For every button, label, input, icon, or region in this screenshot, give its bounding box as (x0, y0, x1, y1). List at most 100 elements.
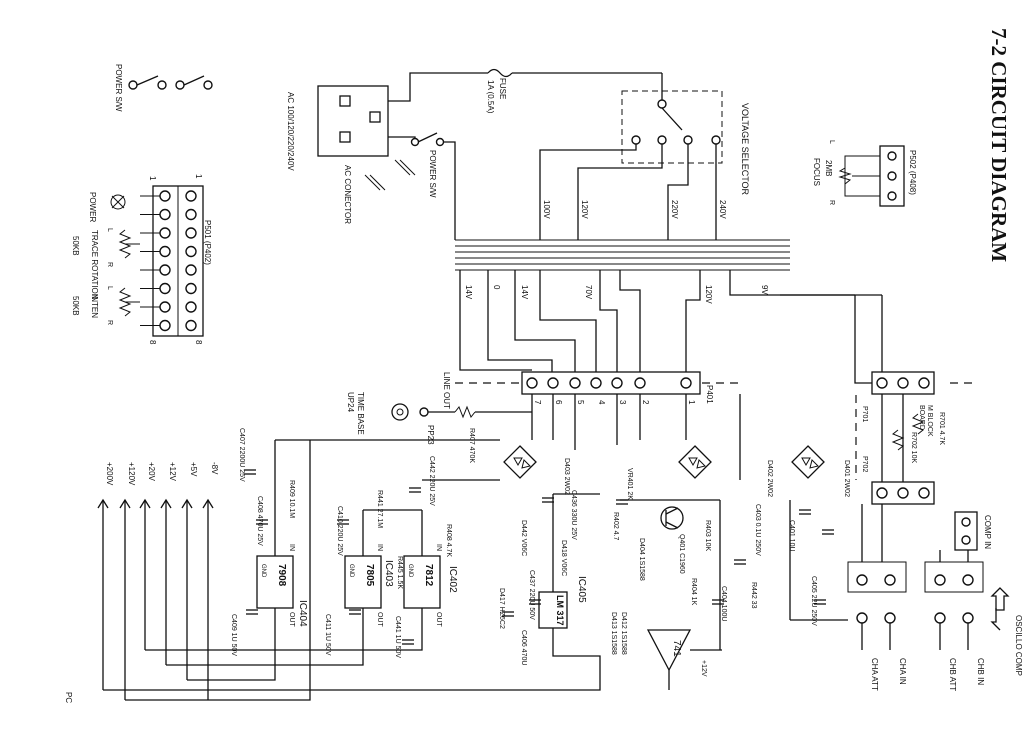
p501-pin (185, 319, 197, 332)
svg-text:R442 33: R442 33 (750, 582, 757, 609)
svg-text:D418 V06C: D418 V06C (560, 540, 567, 576)
svg-text:R403 10K: R403 10K (704, 520, 711, 551)
svg-text:R: R (828, 200, 835, 205)
svg-text:D404 1S1588: D404 1S1588 (638, 538, 645, 581)
svg-text:+12V: +12V (700, 660, 707, 677)
p401-pin-number: 2 (641, 400, 650, 405)
svg-text:C406 470U: C406 470U (520, 630, 527, 665)
ic404-regulator: 7908 IC404 IN OUT GND (256, 544, 308, 628)
intensity-pot: L R INTEN 50KB (71, 286, 140, 325)
svg-text:FOCUS: FOCUS (812, 158, 821, 186)
svg-text:D442 V06C: D442 V06C (520, 520, 527, 556)
rail-label: -8V (210, 462, 219, 475)
svg-text:IC403: IC403 (383, 560, 394, 587)
svg-text:120V: 120V (704, 285, 713, 304)
svg-text:TIME BASE: TIME BASE (356, 392, 365, 435)
svg-text:CHB ATT: CHB ATT (948, 658, 957, 691)
oscillo-comp-arrow: OSCILLO COMP (990, 587, 1023, 676)
svg-text:741: 741 (671, 640, 682, 657)
p501-pin (159, 282, 171, 295)
svg-text:GND: GND (348, 564, 354, 578)
svg-text:OUT: OUT (435, 612, 442, 628)
svg-text:GND: GND (407, 564, 413, 578)
m-block-board: M BLOCK BOARD P701 P702 R701 4.7K R702 1… (780, 294, 975, 505)
power-switch-left: POWER S/W (114, 64, 213, 112)
ic403-regulator: 7805 IC403 IN OUT GND (344, 544, 394, 628)
p401-pin (680, 377, 692, 389)
p401-pin-number: 7 (533, 400, 542, 405)
svg-text:AC 100/120/220/240V: AC 100/120/220/240V (286, 92, 295, 171)
svg-text:100V: 100V (542, 200, 551, 219)
p501-pin (159, 208, 171, 221)
svg-text:CHB IN: CHB IN (976, 658, 985, 685)
regulator-wiring (103, 394, 848, 701)
opamp-741: 741 +12V (646, 629, 722, 690)
p501-pin (159, 227, 171, 239)
svg-text:LINE OUT: LINE OUT (442, 372, 451, 409)
p401-pin (611, 377, 623, 389)
svg-text:50KB: 50KB (71, 296, 80, 316)
svg-text:OUT: OUT (288, 612, 295, 628)
p401-pin-number: 4 (597, 400, 606, 405)
supply-rails: +200V+120V+20V+12V+5V-8V (97, 462, 219, 700)
p401-pin (590, 377, 602, 389)
p501-pin (159, 264, 171, 276)
svg-text:C404 100U: C404 100U (720, 586, 727, 621)
rail-arrow (139, 498, 151, 509)
svg-text:R407 470K: R407 470K (468, 428, 475, 463)
p401-pin (526, 377, 538, 389)
bridge-rectifiers (503, 445, 825, 479)
input-jacks: CHA ATT CHA IN CHB ATT CHB IN (847, 504, 985, 691)
p501-pin (159, 190, 171, 202)
svg-text:C437 220U 50V: C437 220U 50V (528, 570, 535, 620)
svg-text:240V: 240V (718, 200, 727, 219)
svg-text:C408 470U 25V: C408 470U 25V (256, 496, 263, 546)
svg-text:D412 1S1588: D412 1S1588 (620, 612, 627, 655)
svg-text:R: R (106, 262, 113, 267)
svg-text:AC CONECTOR: AC CONECTOR (343, 165, 352, 224)
svg-text:7812: 7812 (423, 564, 434, 587)
power-lamp: POWER (88, 192, 126, 222)
svg-text:R445 1.5K: R445 1.5K (396, 556, 403, 589)
svg-text:IN: IN (288, 544, 295, 551)
svg-text:INTEN: INTEN (90, 294, 99, 318)
svg-text:R702 10K: R702 10K (910, 432, 917, 463)
svg-text:L: L (106, 228, 113, 232)
svg-text:220V: 220V (670, 200, 679, 219)
svg-text:1: 1 (194, 174, 203, 179)
svg-text:IC405: IC405 (576, 576, 587, 603)
svg-text:9V: 9V (760, 285, 769, 295)
p401-pin (634, 377, 646, 389)
trace-rotation-pot: L R TRACE ROTATION 50KB (71, 228, 140, 300)
component-labels: D401 2W02 D402 2W02 D403 2W02 C407 2200U… (230, 428, 850, 665)
voltage-selector: VOLTAGE SELECTOR 100V 120V 220V 240V (539, 72, 750, 240)
svg-text:C411 1U 50V: C411 1U 50V (324, 614, 331, 656)
svg-text:TRACE ROTATION: TRACE ROTATION (90, 230, 99, 300)
fuse: FUSE 1A (0.5A) (486, 68, 622, 114)
svg-text:VR401 2K: VR401 2K (626, 468, 633, 500)
svg-text:POWER S/W: POWER S/W (428, 150, 437, 198)
svg-text:IC402: IC402 (447, 566, 458, 593)
transformer-core (455, 239, 790, 271)
svg-text:R404 1K: R404 1K (690, 578, 697, 606)
bridge-rectifier (678, 445, 712, 479)
rail-label: +5V (189, 462, 198, 477)
svg-text:COMP IN: COMP IN (983, 515, 992, 549)
svg-text:7805: 7805 (364, 564, 375, 587)
p501-connector: P501 (P402) 1 1 8 8 (140, 174, 212, 345)
svg-text:R402 4.7: R402 4.7 (612, 512, 619, 541)
secondary-windings: 14V 0 14V 70V 120V 9V (459, 270, 855, 375)
p401-pin (547, 377, 559, 389)
svg-text:R701 4.7K: R701 4.7K (938, 412, 945, 445)
svg-text:14V: 14V (464, 285, 473, 300)
svg-text:POWER S/W: POWER S/W (114, 64, 123, 112)
rail-label: +12V (168, 462, 177, 482)
svg-text:PP23: PP23 (426, 425, 435, 445)
svg-text:2MB: 2MB (824, 160, 833, 176)
svg-text:R: R (106, 320, 113, 325)
power-switch-main: POWER S/W (388, 72, 488, 240)
svg-text:LM 317: LM 317 (555, 595, 565, 626)
svg-text:C436 330U 25V: C436 330U 25V (570, 490, 577, 540)
